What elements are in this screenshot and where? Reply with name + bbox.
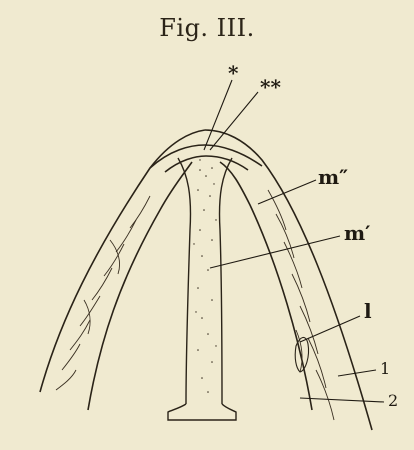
left-limb-hatching [56,196,150,390]
label-m-prime: m′ [344,221,370,245]
column-stipple [193,159,216,393]
right-limb-hatching [268,190,334,420]
label-l: l [364,299,372,323]
label-layer-2: 2 [388,391,398,410]
central-column [168,158,236,420]
label-asterisk-single: * [228,61,239,85]
label-layer-1: 1 [380,359,390,378]
label-m-double-prime: m″ [318,165,348,189]
label-asterisk-double: ** [260,75,281,99]
